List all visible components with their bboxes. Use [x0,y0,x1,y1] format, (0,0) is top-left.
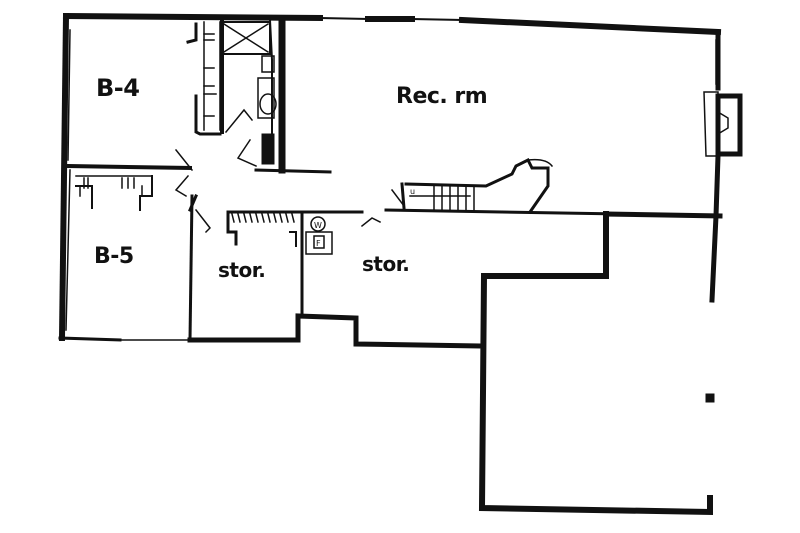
room-label-storage-1: stor. [218,258,266,282]
wall-left [58,12,70,342]
room-label-b5: B-5 [94,244,134,269]
room-label-rec-rm: Rec. rm [396,84,488,109]
wall-top-window-1 [318,16,370,21]
room-label-b4: B-4 [96,74,140,102]
furnace-label: F [316,239,321,248]
wall-top [62,12,324,22]
water-heater-label: W [314,221,322,230]
fireplace [715,93,743,157]
water-heater-symbol [310,216,326,232]
room-label-storage-2: stor. [362,252,410,276]
stair-up-label: u [410,187,415,196]
wall-top-window-2 [410,17,464,22]
